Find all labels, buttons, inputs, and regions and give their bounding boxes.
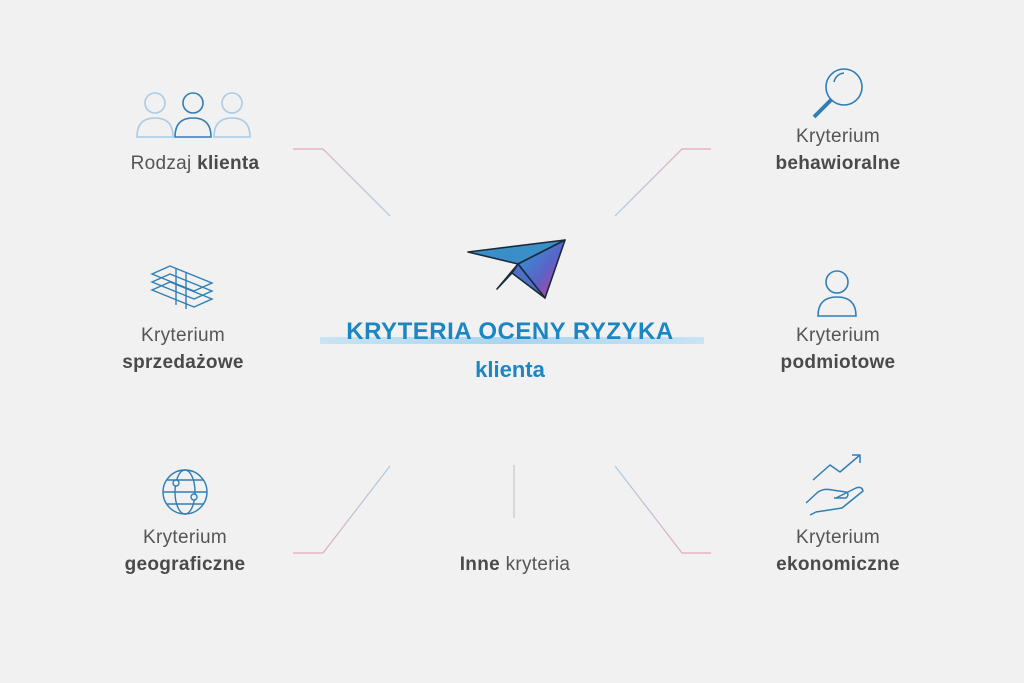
person-icon xyxy=(817,270,857,317)
node-geographic-light: Kryterium xyxy=(143,527,227,548)
node-sales-bold: sprzedażowe xyxy=(122,352,244,373)
node-subject: Kryterium podmiotowe xyxy=(738,322,938,376)
connector-geographic xyxy=(293,465,391,554)
title-underline xyxy=(320,337,704,344)
node-economic-bold: ekonomiczne xyxy=(776,554,900,575)
node-subject-bold: podmiotowe xyxy=(780,352,896,373)
magnifier-icon xyxy=(812,68,863,119)
connector-economic xyxy=(614,465,711,554)
node-economic: Kryterium ekonomiczne xyxy=(738,524,938,578)
node-behavioral-bold: behawioralne xyxy=(775,153,901,174)
node-geographic-bold: geograficzne xyxy=(124,554,246,575)
node-geographic: Kryterium geograficzne xyxy=(85,524,285,578)
node-other: Inne kryteria xyxy=(405,551,625,578)
node-sales-light: Kryterium xyxy=(141,325,225,346)
growth-hand-icon xyxy=(805,454,864,516)
node-client-type-bold: klienta xyxy=(197,153,260,174)
node-other-light: kryteria xyxy=(499,554,571,575)
node-sales: Kryterium sprzedażowe xyxy=(83,322,283,376)
node-subject-light: Kryterium xyxy=(796,325,880,346)
diagram-title: KRYTERIA OCENY RYZYKA xyxy=(346,318,674,345)
connector-client-type xyxy=(293,148,391,217)
people-icon xyxy=(136,92,251,138)
node-client-type-light: Rodzaj xyxy=(130,153,198,174)
paper-plane-icon xyxy=(467,239,566,299)
globe-icon xyxy=(162,469,208,515)
node-behavioral: Kryterium behawioralne xyxy=(738,123,938,177)
node-client-type: Rodzaj klienta xyxy=(90,150,300,177)
node-other-bold: Inne xyxy=(459,554,500,575)
money-stack-icon xyxy=(150,265,214,309)
diagram-subtitle: klienta xyxy=(475,357,545,382)
connector-behavioral xyxy=(614,148,711,217)
node-economic-light: Kryterium xyxy=(796,527,880,548)
node-behavioral-light: Kryterium xyxy=(796,126,880,147)
